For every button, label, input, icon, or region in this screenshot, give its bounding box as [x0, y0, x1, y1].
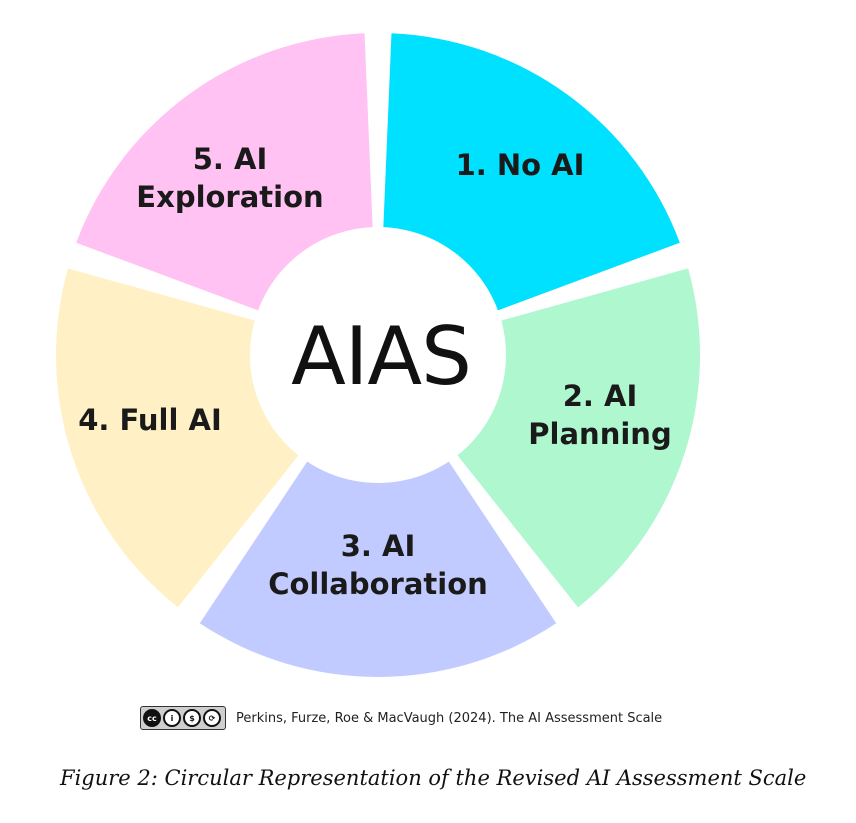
center-hole — [250, 227, 506, 483]
segment-label-no-ai: 1. No AI — [456, 148, 585, 182]
segment-ai-exploration — [76, 33, 373, 313]
wheel-segments: 1. No AI 2. AI Planning 3. AI Collaboration 4… — [55, 33, 700, 677]
center-label: AIAS — [291, 310, 471, 403]
segment-label-ai-exploration-line-2: Exploration — [136, 180, 323, 214]
segment-label-ai-collaboration-line-2: Collaboration — [268, 567, 488, 601]
cc-logo-icon: cc — [143, 709, 161, 727]
cc-sa-icon: ⟳ — [203, 709, 221, 727]
figure-caption: Figure 2: Circular Representation of the… — [60, 766, 807, 790]
credit-text: Perkins, Furze, Roe & MacVaugh (2024). T… — [236, 710, 663, 726]
segment-no-ai — [383, 33, 680, 313]
cc-license-icon: cc i $ ⟳ — [140, 706, 226, 730]
segment-label-ai-collaboration-line-1: 3. AI — [341, 529, 416, 563]
cc-by-icon: i — [163, 709, 181, 727]
cc-nc-icon: $ — [183, 709, 201, 727]
aias-wheel-diagram: 1. No AI 2. AI Planning 3. AI Collaboration 4… — [55, 33, 700, 677]
segment-full-ai — [55, 268, 303, 608]
segment-label-ai-exploration-line-1: 5. AI — [193, 142, 268, 176]
segment-label-full-ai: 4. Full AI — [78, 403, 222, 437]
segment-label-ai-planning-line-1: 2. AI — [563, 379, 638, 413]
segment-ai-planning — [453, 268, 700, 608]
license-credit: cc i $ ⟳ Perkins, Furze, Roe & MacVaugh … — [140, 706, 662, 730]
segment-ai-collaboration — [199, 456, 557, 677]
segment-label-ai-planning-line-2: Planning — [528, 417, 671, 451]
